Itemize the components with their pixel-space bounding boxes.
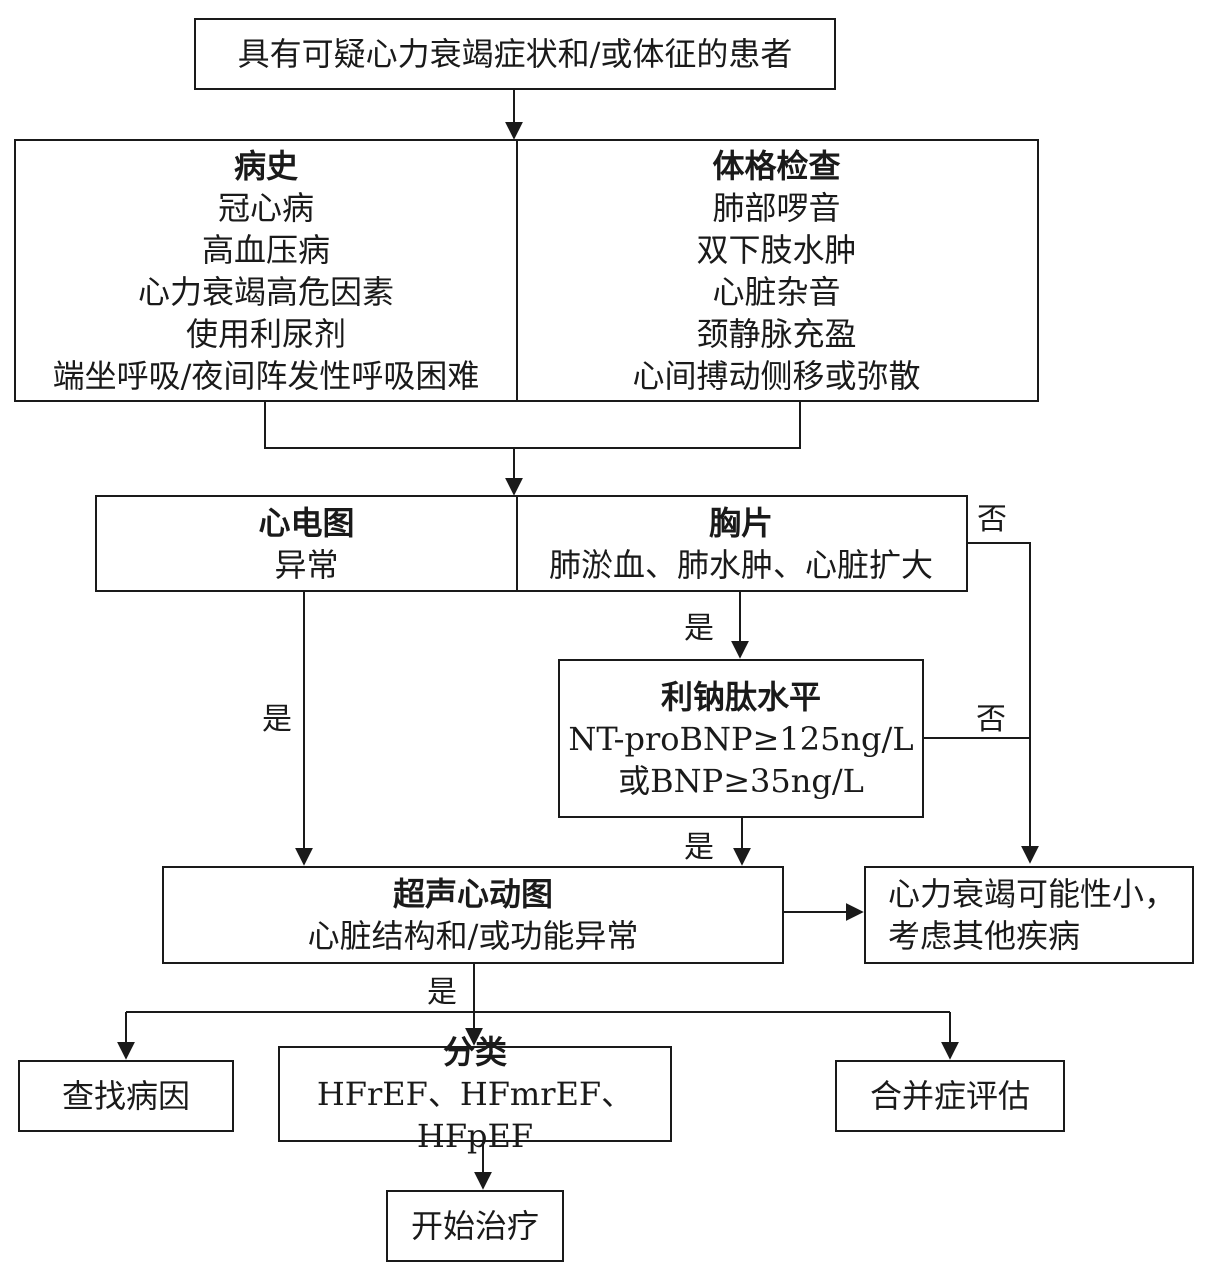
bnp-line2: 或BNP≥35ng/L bbox=[618, 761, 864, 800]
history-item: 端坐呼吸/夜间阵发性呼吸困难 bbox=[52, 356, 480, 395]
xray-cell: 胸片 肺淤血、肺水肿、心脏扩大 bbox=[516, 497, 966, 590]
classify-text: HFrEF、HFmrEF、HFpEF bbox=[316, 1075, 634, 1155]
exam-item: 心间搏动侧移或弥散 bbox=[632, 356, 921, 395]
treat-box: 开始治疗 bbox=[386, 1190, 564, 1262]
tests-box: 心电图 异常 胸片 肺淤血、肺水肿、心脏扩大 bbox=[95, 495, 968, 592]
history-item: 使用利尿剂 bbox=[185, 314, 346, 353]
bracket-history-exam bbox=[264, 402, 801, 449]
classify-title: 分类 bbox=[442, 1033, 507, 1071]
start-text: 具有可疑心力衰竭症状和/或体征的患者 bbox=[237, 35, 793, 73]
echo-text: 心脏结构和/或功能异常 bbox=[307, 917, 639, 955]
unlikely-line2: 考虑其他疾病 bbox=[888, 917, 1081, 955]
ecg-cell: 心电图 异常 bbox=[97, 497, 518, 590]
echo-title: 超声心动图 bbox=[392, 875, 553, 913]
cause-text: 查找病因 bbox=[61, 1077, 190, 1115]
comorbid-text: 合并症评估 bbox=[869, 1077, 1030, 1115]
xray-title: 胸片 bbox=[708, 503, 773, 542]
label-no-bnp: 否 bbox=[976, 702, 1006, 737]
exam-item: 肺部啰音 bbox=[712, 188, 841, 227]
history-item: 高血压病 bbox=[201, 230, 330, 269]
bnp-box: 利钠肽水平 NT-proBNP≥125ng/L 或BNP≥35ng/L bbox=[558, 659, 924, 818]
line-xray-no bbox=[968, 542, 1039, 864]
bnp-title: 利钠肽水平 bbox=[660, 677, 821, 716]
comorbid-box: 合并症评估 bbox=[835, 1060, 1065, 1132]
history-title: 病史 bbox=[233, 146, 298, 185]
history-item: 心力衰竭高危因素 bbox=[137, 272, 394, 311]
bnp-line1: NT-proBNP≥125ng/L bbox=[568, 719, 914, 758]
history-cell: 病史 冠心病 高血压病 心力衰竭高危因素 使用利尿剂 端坐呼吸/夜间阵发性呼吸困… bbox=[16, 141, 518, 400]
start-box: 具有可疑心力衰竭症状和/或体征的患者 bbox=[194, 18, 836, 90]
exam-item: 颈静脉充盈 bbox=[696, 314, 857, 353]
echo-box: 超声心动图 心脏结构和/或功能异常 bbox=[162, 866, 784, 964]
treat-text: 开始治疗 bbox=[410, 1207, 539, 1245]
exam-cell: 体格检查 肺部啰音 双下肢水肿 心脏杂音 颈静脉充盈 心间搏动侧移或弥散 bbox=[516, 141, 1037, 400]
cause-box: 查找病因 bbox=[18, 1060, 234, 1132]
ecg-text: 异常 bbox=[274, 545, 339, 584]
history-item: 冠心病 bbox=[217, 188, 314, 227]
exam-item: 双下肢水肿 bbox=[696, 230, 857, 269]
classify-box: 分类 HFrEF、HFmrEF、HFpEF bbox=[278, 1033, 672, 1155]
exam-item: 心脏杂音 bbox=[712, 272, 841, 311]
label-yes-bnp: 是 bbox=[684, 830, 714, 865]
ecg-title: 心电图 bbox=[258, 503, 355, 542]
unlikely-line1: 心力衰竭可能性小， bbox=[888, 875, 1177, 913]
unlikely-box: 心力衰竭可能性小， 考虑其他疾病 bbox=[864, 866, 1194, 964]
label-yes-echo: 是 bbox=[427, 975, 457, 1010]
label-yes-ecg: 是 bbox=[262, 702, 292, 737]
exam-title: 体格检查 bbox=[712, 146, 841, 185]
history-exam-box: 病史 冠心病 高血压病 心力衰竭高危因素 使用利尿剂 端坐呼吸/夜间阵发性呼吸困… bbox=[14, 139, 1039, 402]
label-yes-xray: 是 bbox=[684, 611, 714, 646]
xray-text: 肺淤血、肺水肿、心脏扩大 bbox=[548, 545, 933, 584]
label-no-xray: 否 bbox=[977, 502, 1007, 537]
